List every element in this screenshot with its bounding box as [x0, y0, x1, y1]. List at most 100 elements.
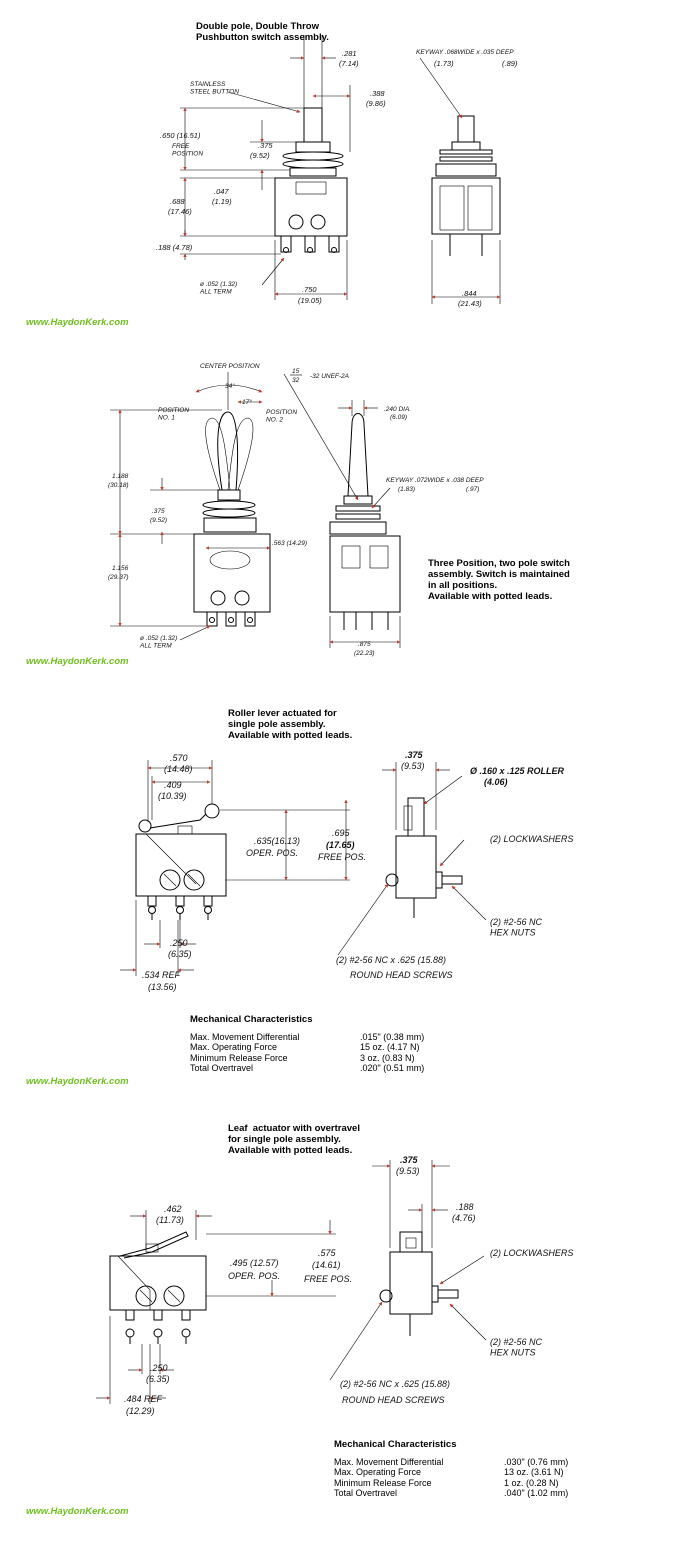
dim-label: (9.52) [150, 517, 167, 524]
pushbutton-front-view [431, 115, 501, 256]
toggle-front-dimensions [329, 400, 401, 648]
leaf-front-dimensions [329, 1160, 487, 1381]
dim-label: (2) #2-56 NC x .625 (15.88) [336, 955, 446, 965]
dim-label: (4.06) [484, 777, 508, 787]
switch-body [109, 1255, 207, 1311]
dim-label: .563 (14.29) [272, 540, 307, 547]
dim-label: (6.35) [168, 949, 192, 959]
mech-row: Max. Movement Differential.015" (0.38 mm… [190, 1032, 424, 1043]
mech-heading: Mechanical Characteristics [334, 1439, 457, 1450]
dim-label: ø .052 (1.32)ALL TERM [199, 281, 237, 296]
section-4-labels: .462 (11.73) .375 (9.53) .188 (4.76) .49… [124, 1155, 573, 1416]
hex-nut [282, 159, 344, 169]
dim-label: (14.61) [312, 1260, 341, 1270]
mech-row: Minimum Release Force 3 oz. (0.83 N) [190, 1053, 424, 1064]
roller-lever [149, 813, 207, 829]
mech-row: Max. Operating Force 15 oz. (4.17 N) [190, 1042, 424, 1053]
dim-label: (2) LOCKWASHERS [490, 1248, 573, 1258]
brand-link[interactable]: www.HaydonKerk.com [26, 656, 129, 667]
dim-label: (9.86) [366, 99, 386, 108]
mech-row: Minimum Release Force 1 oz. (0.28 N) [334, 1478, 568, 1489]
brand-link[interactable]: www.HaydonKerk.com [26, 1506, 129, 1517]
dim-label: .250 [150, 1363, 168, 1373]
dim-label: KEYWAY .068WIDE x .035 DEEP [416, 49, 514, 56]
dim-label: .695 [332, 828, 351, 838]
roller [204, 803, 220, 819]
dim-label: .188 [456, 1202, 474, 1212]
dim-label: (29.37) [108, 574, 129, 581]
toggle-dimension-lines [110, 372, 359, 641]
dim-label: .750 [302, 285, 317, 294]
dim-label: .281 [342, 49, 357, 58]
dim-label: (2) #2-56 NC x .625 (15.88) [340, 1379, 450, 1389]
mech-value: .030" (0.76 mm) [504, 1456, 569, 1467]
dim-label: .188 (4.78) [156, 243, 193, 252]
dim-label: 17° [242, 398, 252, 406]
dim-label: .534 REF [142, 970, 181, 980]
dim-label: ROUND HEAD SCREWS [342, 1395, 445, 1405]
dim-label: (17.65) [326, 840, 355, 850]
mech-label: Max. Operating Force [334, 1467, 422, 1477]
dim-label: KEYWAY .072WIDE x .038 DEEP [386, 477, 484, 484]
dim-label: .462 [164, 1204, 182, 1214]
dim-label: .875 [358, 641, 371, 648]
dim-label: (9.53) [396, 1166, 420, 1176]
dim-label: (30.18) [108, 482, 129, 489]
mech-value: 1 oz. (0.28 N) [504, 1477, 559, 1488]
dim-label: (2) LOCKWASHERS [490, 834, 573, 844]
dim-label: OPER. POS. [228, 1271, 280, 1281]
dim-label: (21.43) [458, 299, 482, 308]
dim-label: (9.53) [401, 761, 425, 771]
dim-label: (12.29) [126, 1406, 155, 1416]
dim-label: (13.56) [148, 982, 177, 992]
dim-label: 1.188 [112, 473, 129, 480]
mech-value: 3 oz. (0.83 N) [360, 1052, 415, 1063]
dim-label: FREE POS. [304, 1274, 352, 1284]
dim-label: FREE POS. [318, 852, 366, 862]
section-3-labels: .570 (14.48) .409 (10.39) .375 (9.53) Ø … [142, 750, 573, 992]
leaf-dimension-lines [96, 1210, 336, 1404]
mech-label: Minimum Release Force [334, 1477, 432, 1488]
mech-label: Max. Operating Force [190, 1042, 278, 1052]
toggle-lever [217, 411, 239, 491]
dim-label: 34° [225, 382, 235, 390]
roller-front-view [385, 797, 463, 918]
mech-label: Max. Movement Differential [190, 1031, 300, 1042]
dim-label: (7.14) [339, 59, 359, 68]
dim-label: OPER. POS. [246, 848, 298, 858]
switch-body [193, 533, 271, 613]
section-1-title: Double pole, Double Throw Pushbutton swi… [196, 21, 329, 43]
mech-value: 15 oz. (4.17 N) [360, 1042, 420, 1052]
leaf-side-view [109, 1231, 207, 1344]
dim-label: .375 [152, 508, 165, 515]
dim-label: .575 [318, 1248, 337, 1258]
mech-label: Total Overtravel [334, 1488, 398, 1498]
mech-value: .040" (1.02 mm) [504, 1488, 569, 1498]
dim-label: (6.09) [390, 414, 407, 421]
dim-label: (19.05) [298, 296, 322, 305]
brand-link[interactable]: www.HaydonKerk.com [26, 317, 129, 328]
dim-label: Ø .160 x .125 ROLLER [470, 766, 565, 776]
mech-row: Max. Movement Differential.030" (0.76 mm… [334, 1457, 568, 1468]
brand-link[interactable]: www.HaydonKerk.com [26, 1076, 129, 1087]
leaf-front-view [379, 1231, 459, 1336]
switch-body [274, 177, 348, 237]
roller-front-dimensions [337, 762, 487, 956]
dim-label: (10.39) [158, 791, 187, 801]
dim-label: -32 UNEF-2A [310, 373, 349, 380]
dim-label: (22.23) [354, 650, 375, 657]
hex-nut [282, 151, 344, 161]
dim-label: .635(16.13) [254, 836, 300, 846]
dim-label: .484 REF [124, 1394, 163, 1404]
dim-label: .844 [462, 289, 477, 298]
mech-label: Minimum Release Force [190, 1052, 288, 1063]
dim-label: (1.73) [434, 59, 454, 68]
dim-label: (1.19) [212, 197, 232, 206]
dim-label: .375 [405, 750, 424, 760]
mech-table-roller: Mechanical Characteristics Max. Movement… [190, 1014, 424, 1074]
